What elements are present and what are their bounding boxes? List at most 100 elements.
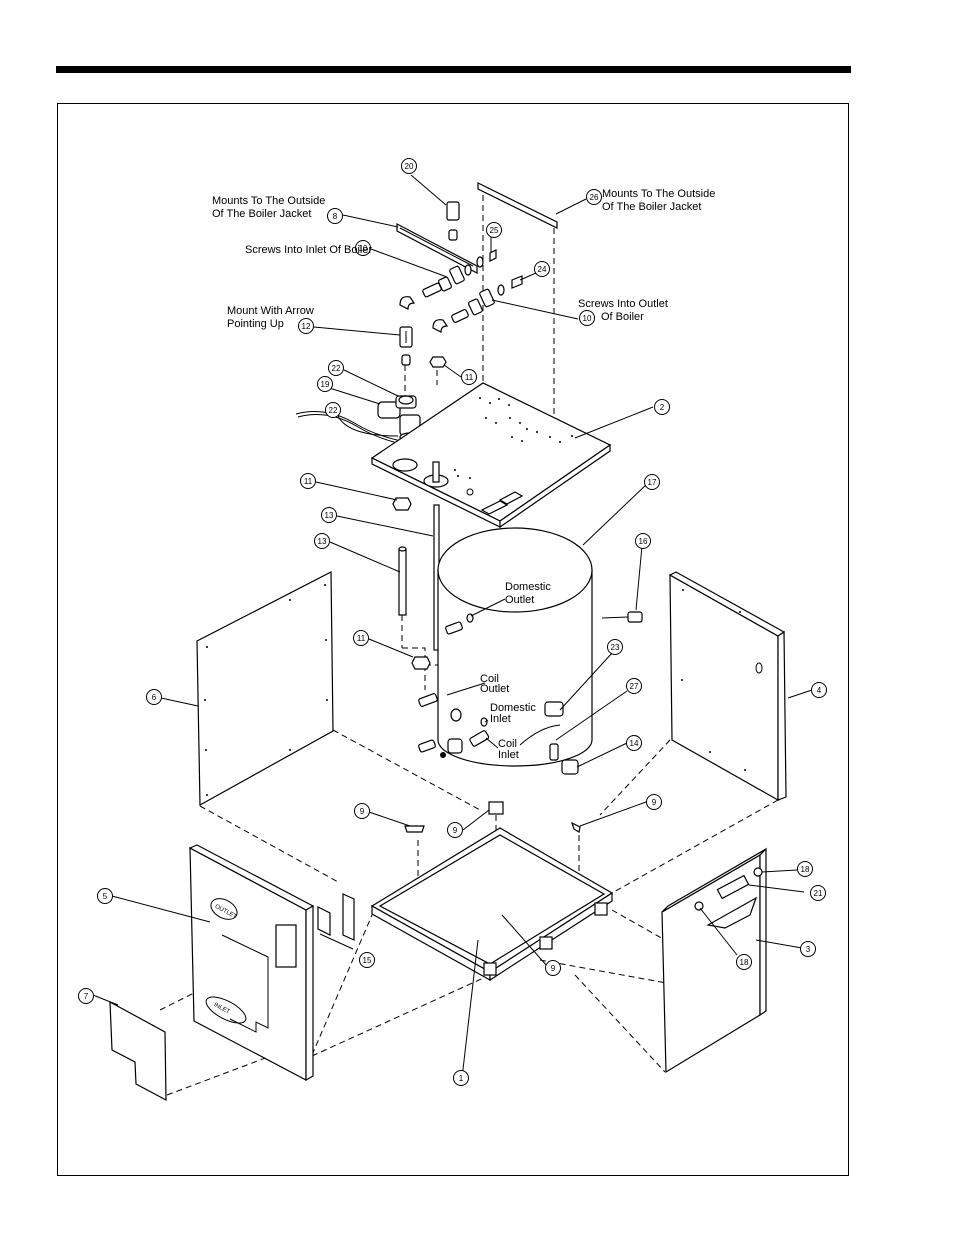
svg-text:9: 9 (360, 807, 365, 816)
svg-text:15: 15 (363, 956, 372, 965)
callout-22b: 22 (325, 402, 341, 418)
callout-23: 23 (607, 639, 623, 655)
callout-12: 12 (298, 318, 314, 334)
note-domestic-outlet-1: Domestic (505, 581, 551, 593)
callout-2: 2 (654, 399, 670, 415)
svg-text:25: 25 (490, 226, 499, 235)
callout-bubbles: 1 2 3 4 5 6 7 8 9 9 9 9 10 10 11 11 11 1… (78, 158, 827, 1086)
svg-text:11: 11 (465, 373, 474, 382)
svg-text:13: 13 (325, 511, 334, 520)
callout-24: 24 (534, 261, 550, 277)
front-panel: OUTLET INLET (188, 844, 355, 1082)
svg-text:9: 9 (453, 826, 458, 835)
note-screws-outlet-2: Of Boiler (601, 311, 644, 323)
note-arrow-up-2: Pointing Up (227, 318, 284, 330)
svg-text:13: 13 (318, 537, 327, 546)
svg-text:2: 2 (660, 403, 665, 412)
callout-27: 27 (626, 678, 642, 694)
callout-6: 6 (146, 689, 162, 705)
dip-tubes (392, 497, 440, 670)
callout-13a: 13 (321, 507, 337, 523)
svg-text:11: 11 (357, 634, 366, 643)
callout-11a: 11 (461, 369, 477, 385)
callout-9a: 9 (354, 803, 370, 819)
svg-text:12: 12 (302, 322, 311, 331)
note-coil-inlet-2: Inlet (498, 749, 519, 761)
svg-text:22: 22 (332, 364, 341, 373)
callout-14: 14 (626, 735, 642, 751)
svg-text:1: 1 (459, 1074, 464, 1083)
callout-4: 4 (811, 682, 827, 698)
note-screws-inlet: Screws Into Inlet Of Boiler (245, 244, 372, 256)
note-mounts-outside-right-1: Mounts To The Outside (602, 188, 715, 200)
svg-text:9: 9 (551, 964, 556, 973)
svg-text:10: 10 (359, 244, 368, 253)
callout-1: 1 (453, 1070, 469, 1086)
svg-text:5: 5 (103, 892, 108, 901)
note-domestic-inlet-2: Inlet (490, 713, 511, 725)
note-mounts-outside-left-2: Of The Boiler Jacket (212, 208, 311, 220)
note-mounts-outside-right-2: Of The Boiler Jacket (602, 201, 701, 213)
svg-text:18: 18 (801, 865, 810, 874)
svg-text:3: 3 (806, 945, 811, 954)
callout-19: 19 (317, 376, 333, 392)
callout-11b: 11 (300, 473, 316, 489)
callout-18a: 18 (797, 861, 813, 877)
note-domestic-outlet-2: Outlet (505, 594, 534, 606)
header-rule (56, 66, 851, 73)
callout-17: 17 (644, 474, 660, 490)
note-arrow-up-1: Mount With Arrow (227, 305, 314, 317)
svg-text:10: 10 (583, 314, 592, 323)
svg-text:6: 6 (152, 693, 157, 702)
callout-16: 16 (635, 533, 651, 549)
bracket-strip-right (477, 182, 558, 229)
callout-25: 25 (486, 222, 502, 238)
svg-text:19: 19 (321, 380, 330, 389)
callout-22a: 22 (328, 360, 344, 376)
callout-9d: 9 (545, 960, 561, 976)
svg-text:17: 17 (648, 478, 657, 487)
callout-20: 20 (401, 158, 417, 174)
note-coil-outlet-1: Coil (480, 673, 499, 685)
svg-text:11: 11 (304, 477, 313, 486)
svg-text:22: 22 (329, 406, 338, 415)
svg-text:4: 4 (817, 686, 822, 695)
callout-10a: 10 (355, 240, 371, 256)
note-screws-outlet-1: Screws Into Outlet (578, 298, 668, 310)
storage-tank (418, 527, 643, 775)
callout-21: 21 (810, 885, 826, 901)
note-coil-inlet-1: Coil (498, 738, 517, 750)
callout-11c: 11 (353, 630, 369, 646)
access-plate (109, 1000, 167, 1102)
callout-7: 7 (78, 988, 94, 1004)
callout-18b: 18 (736, 954, 752, 970)
svg-text:23: 23 (611, 643, 620, 652)
svg-text:21: 21 (814, 889, 823, 898)
assembly-guide-lines (159, 195, 779, 1096)
rear-panel (661, 847, 767, 1074)
right-side-panel (668, 571, 787, 802)
callout-13b: 13 (314, 533, 330, 549)
svg-text:8: 8 (333, 212, 338, 221)
svg-text:27: 27 (630, 682, 639, 691)
top-cover (370, 382, 612, 529)
svg-text:18: 18 (740, 958, 749, 967)
callout-10b: 10 (579, 310, 595, 326)
left-side-panel (196, 571, 334, 807)
callout-9b: 9 (447, 822, 463, 838)
note-domestic-inlet-1: Domestic (490, 702, 536, 714)
svg-text:20: 20 (405, 162, 414, 171)
leader-lines (92, 174, 813, 1079)
callout-26: 26 (586, 189, 602, 205)
callout-8: 8 (327, 208, 343, 224)
note-coil-outlet-2: Outlet (480, 683, 509, 695)
drawing-frame (57, 103, 849, 1176)
base-tray (370, 827, 614, 982)
svg-text:24: 24 (538, 265, 547, 274)
svg-text:9: 9 (652, 798, 657, 807)
svg-text:26: 26 (590, 193, 599, 202)
note-mounts-outside-left-1: Mounts To The Outside (212, 195, 325, 207)
svg-text:14: 14 (630, 739, 639, 748)
callout-3: 3 (800, 941, 816, 957)
